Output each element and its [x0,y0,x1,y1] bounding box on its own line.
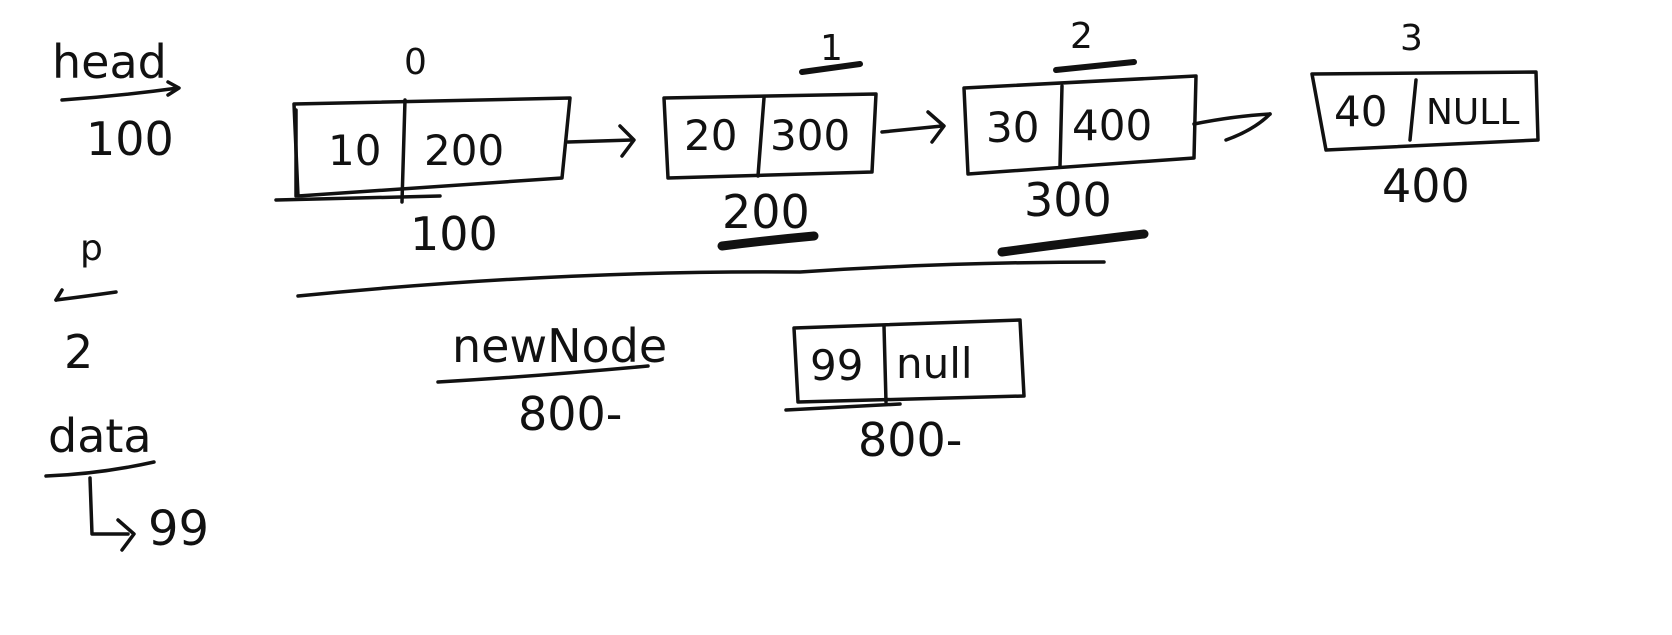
new-node-label-group: newNode 800- [436,319,667,441]
node-data-2: 30 [986,103,1039,152]
new-node-data: 99 [810,341,863,390]
data-pointer-line [88,476,130,536]
p-underline-tick [54,288,64,302]
head-label: head [52,35,167,89]
new-node-next: null [896,339,973,388]
data-variable: data 99 [44,409,209,557]
node-index-1-underline [799,61,863,75]
node-index-0: 0 [404,42,427,83]
link-arrow-1-2-head [926,110,946,144]
link-arrow-2-3 [1192,112,1272,142]
node-divider-3 [1408,78,1418,142]
new-node-box-group: 99 null 800- [784,318,1026,467]
link-arrow-2-3-line [1192,112,1272,126]
p-label: p [80,228,103,269]
node-address-1: 200 [722,185,810,239]
new-node-label-underline [436,364,650,384]
link-arrow-0-1 [566,124,636,158]
node-address-3: 400 [1382,159,1470,213]
node-next-2: 400 [1072,101,1152,150]
head-variable: head 100 [52,35,181,166]
data-underline [44,460,156,478]
node-box-1 [662,92,878,180]
new-node-label-value: 800- [518,387,622,441]
node-data-1: 20 [684,111,737,160]
link-arrow-2-3-head [1224,112,1272,142]
node-index-2-underline [1053,59,1137,73]
node-index-3: 3 [1400,18,1423,59]
p-underline [54,290,118,302]
separator-line [296,260,1106,298]
data-value: 99 [148,501,209,557]
node-next-1: 300 [770,111,850,160]
list-node-1: 1 20 300 200 [662,28,878,251]
p-variable: p 2 [54,228,118,379]
node-divider-1 [756,96,766,178]
link-arrow-0-1-line [566,138,634,144]
node-address-1-highlight [717,231,819,251]
node-divider-0 [400,98,407,204]
node-box-2 [962,74,1198,176]
head-value: 100 [86,112,174,166]
link-arrow-0-1-head [618,124,636,158]
node-box-3 [1310,70,1540,152]
p-value: 2 [64,325,93,379]
node-index-1: 1 [820,28,843,69]
node-address-2-highlight [997,229,1149,257]
node-divider-2 [1058,84,1064,168]
new-node-label: newNode [452,319,667,373]
node-data-0: 10 [328,126,381,175]
node-index-2: 2 [1070,16,1093,57]
list-node-2: 2 30 400 300 [962,16,1198,257]
new-node-address: 800- [858,413,962,467]
node-next-3: NULL [1426,92,1519,133]
node-0-base-line [274,194,442,202]
list-node-3: 3 40 NULL 400 [1310,18,1540,213]
data-pointer-arrowhead [116,518,136,552]
list-node-0: 0 10 200 100 [274,42,572,261]
link-arrow-1-2-line [880,124,944,134]
new-node-box [792,318,1026,404]
data-label: data [48,409,152,463]
new-node-divider [882,324,888,404]
head-underline-hook [166,80,181,97]
head-underline [60,86,180,102]
link-arrow-1-2 [880,110,946,144]
node-data-3: 40 [1334,87,1387,136]
node-next-0: 200 [424,126,504,175]
node-address-2: 300 [1024,173,1112,227]
new-node-base-line [784,402,902,412]
node-address-0: 100 [410,207,498,261]
